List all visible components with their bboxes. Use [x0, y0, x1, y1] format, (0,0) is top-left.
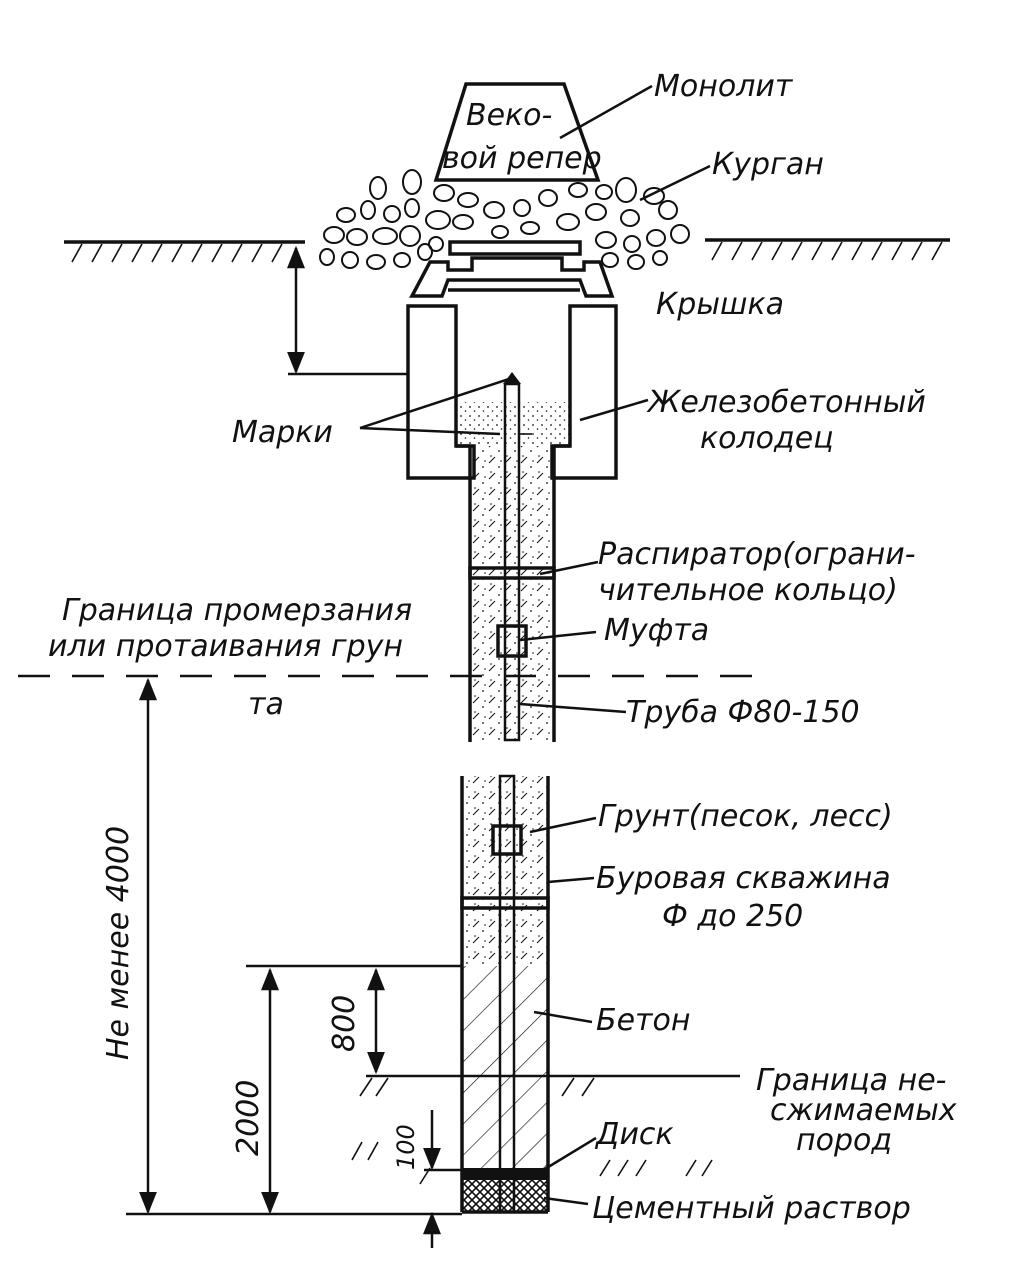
label-soil: Грунт(песок, лесс) — [598, 799, 893, 834]
label-cement: Цементный раствор — [592, 1191, 911, 1226]
label-mound: Курган — [712, 147, 824, 182]
disk-offset-dimension: 100 — [392, 1110, 462, 1248]
label-incompressible-line3: пород — [796, 1123, 892, 1158]
above-rock-label: 800 — [327, 995, 362, 1052]
disk-offset-label: 100 — [392, 1124, 420, 1170]
leader-lines — [359, 84, 711, 1206]
ground-surface — [64, 238, 950, 263]
label-spacer-line1: Распиратор(ограни- — [598, 537, 916, 572]
label-pipe: Труба Ф80-150 — [626, 695, 860, 730]
label-borehole-line1: Буровая скважина — [596, 861, 891, 896]
label-freeze-line3: та — [248, 687, 284, 722]
label-lid: Крышка — [656, 287, 784, 322]
label-spacer-line2: чительное кольцо) — [598, 573, 898, 608]
well-lid — [409, 240, 615, 298]
benchmark-pipe-lower — [491, 774, 523, 1214]
label-well-line1: Железобетонный — [646, 385, 926, 420]
label-incompressible-line2: сжимаемых — [770, 1093, 957, 1128]
label-freeze-line2: или протаивания грун — [48, 629, 403, 664]
lid-depth-dimension — [287, 245, 408, 376]
label-concrete: Бетон — [596, 1003, 690, 1038]
well-sand-fill — [456, 402, 570, 446]
label-well-line2: колодец — [700, 421, 834, 456]
label-coupling: Муфта — [604, 613, 709, 648]
concrete-depth-dimension: 2000 — [231, 964, 462, 1215]
label-disk: Диск — [594, 1117, 674, 1152]
lower-shaft — [460, 776, 550, 1214]
benchmark-label-line2: вой репер — [442, 141, 602, 176]
benchmark-label-line1: Веко- — [466, 98, 552, 133]
monolith-block: Веко- вой репер — [433, 82, 602, 182]
label-freeze-line1: Граница промерзания — [62, 593, 412, 628]
total-depth-label: Не менее 4000 — [101, 826, 136, 1060]
above-rock-dimension: 800 — [327, 967, 385, 1075]
label-borehole-line2: Ф до 250 — [662, 899, 803, 934]
label-marks: Марки — [232, 415, 333, 450]
total-depth-dimension: Не менее 4000 — [101, 677, 462, 1216]
label-incompressible-line1: Граница не- — [756, 1063, 947, 1098]
upper-shaft — [456, 444, 570, 742]
mound-pebbles — [319, 169, 690, 270]
concrete-depth-label: 2000 — [231, 1080, 266, 1156]
label-monolith: Монолит — [654, 69, 794, 104]
